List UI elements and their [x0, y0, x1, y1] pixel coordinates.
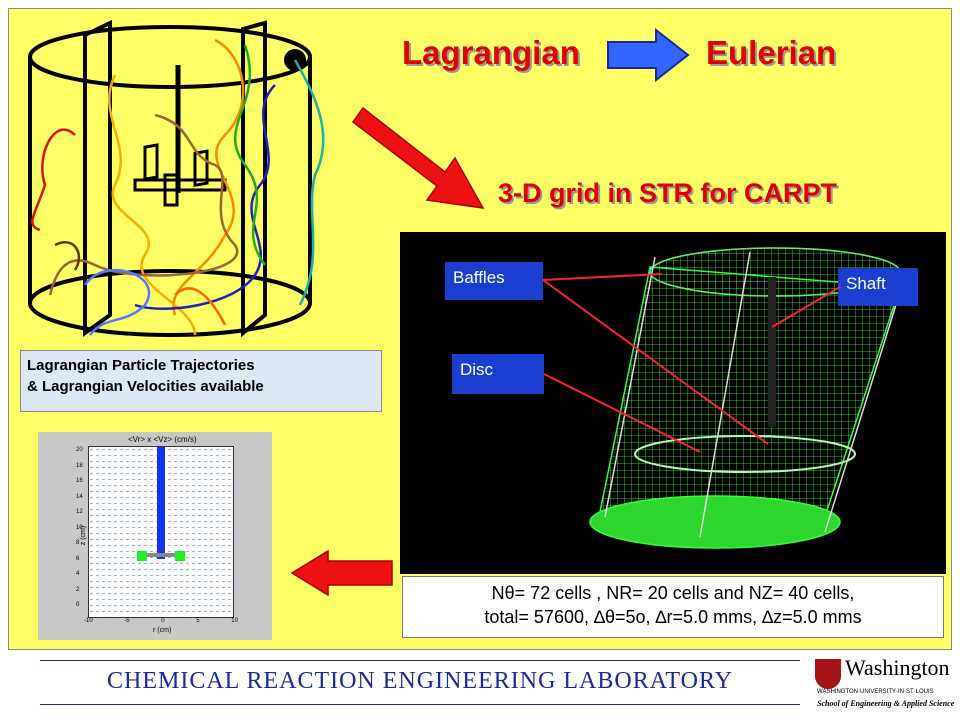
plot-xlabel: r (cm)	[153, 627, 172, 634]
logo-seal-icon	[815, 659, 841, 689]
plot-area	[88, 446, 234, 618]
disc-label: Disc	[452, 354, 544, 394]
plot-title: <Vr> x <Vz> (cm/s)	[128, 435, 197, 444]
tank-grid-image	[589, 247, 902, 549]
formula-line-2: total= 57600, ∆θ=5o, ∆r=5.0 mms, ∆z=5.0 …	[484, 607, 862, 627]
grid-subheading: 3-D grid in STR for CARPT	[498, 178, 837, 208]
footer-lab-name: CHEMICAL REACTION ENGINEERING LABORATORY	[107, 668, 733, 694]
baffles-label: Baffles	[445, 262, 543, 300]
logo-title: Washington	[845, 655, 950, 680]
velocity-vector-field	[89, 447, 233, 617]
caption-line-1: Lagrangian Particle Trajectories	[27, 357, 255, 374]
footer: CHEMICAL REACTION ENGINEERING LABORATORY…	[0, 650, 960, 720]
label-pointers	[542, 273, 841, 453]
footer-rule-bottom	[40, 704, 800, 705]
heading-eulerian: Eulerian	[706, 34, 837, 71]
tank-trajectory-diagram	[28, 19, 325, 338]
shaft-label: Shaft	[838, 268, 918, 306]
formula-line-1: Nθ= 72 cells , NR= 20 cells and NZ= 40 c…	[491, 583, 855, 603]
caption-line-2: & Lagrangian Velocities available	[27, 378, 264, 395]
logo-sub1: WASHINGTON·UNIVERSITY·IN·ST·LOUIS	[817, 689, 934, 695]
heading-lagrangian: Lagrangian	[402, 34, 580, 71]
trajectory-caption: Lagrangian Particle Trajectories & Lagra…	[20, 350, 382, 412]
grid-formula: Nθ= 72 cells , NR= 20 cells and NZ= 40 c…	[402, 576, 944, 638]
diagonal-arrow-icon	[351, 106, 485, 209]
logo-sub2: School of Engineering & Applied Science	[817, 699, 955, 708]
footer-rule-top	[40, 660, 800, 661]
right-arrow-icon	[607, 28, 690, 82]
left-arrow-icon	[290, 549, 393, 597]
university-logo: Washington WASHINGTON·UNIVERSITY·IN·ST·L…	[815, 655, 955, 713]
